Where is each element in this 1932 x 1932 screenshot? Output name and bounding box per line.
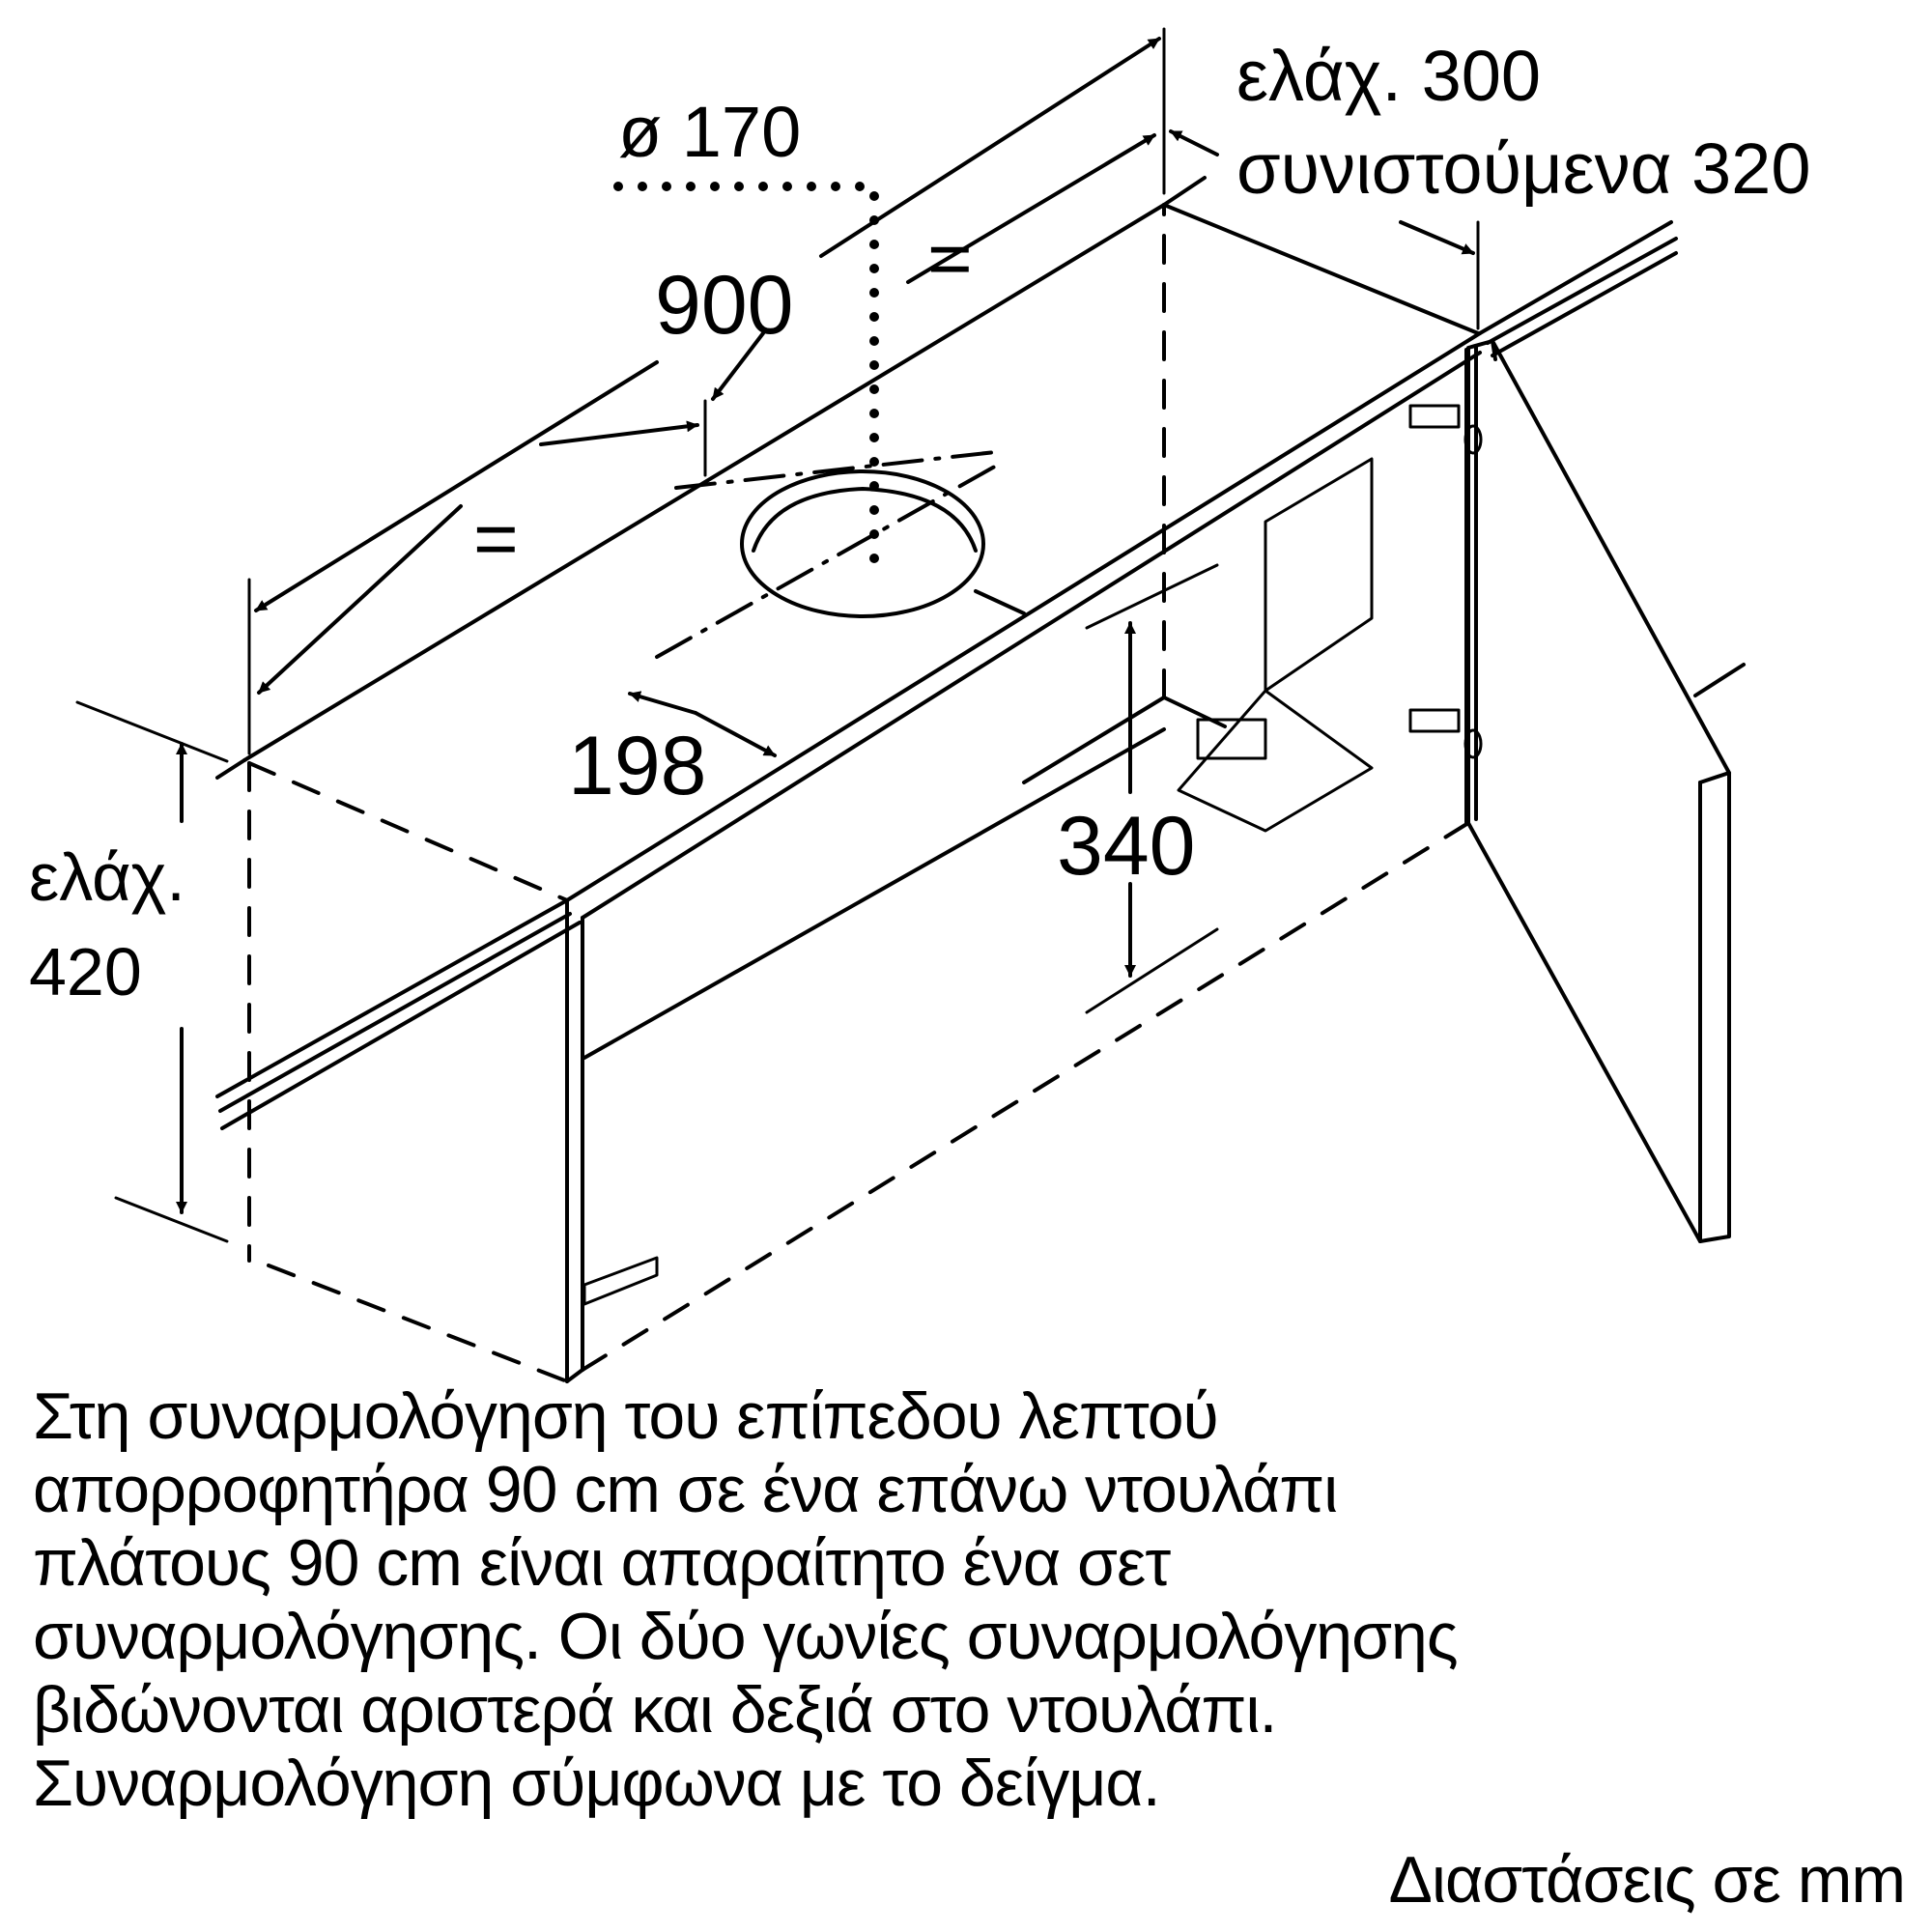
open-door [1466, 339, 1746, 1243]
dimension-420 [75, 700, 229, 1243]
dimension-198 [628, 691, 777, 757]
label-340: 340 [1057, 800, 1196, 893]
description-line: Συναρμολόγηση σύμφωνα με το δείγμα. [33, 1747, 1161, 1820]
label-min-300: ελάχ. 300 [1236, 36, 1541, 116]
description-line: βιδώνονται αριστερά και δεξιά στο ντουλά… [33, 1673, 1277, 1747]
label-420: 420 [29, 934, 142, 1009]
description-line: συναρμολόγησης. Οι δύο γωνίες συναρμολόγ… [33, 1600, 1459, 1673]
label-equal-upper: = [927, 215, 973, 301]
cabinet-top-outline [215, 176, 1480, 780]
label-198: 198 [568, 720, 707, 812]
cabinet-bottom-dashed [247, 761, 1470, 1383]
label-width-900: 900 [655, 259, 794, 352]
units-note: Διαστάσεις σε mm [1388, 1843, 1906, 1917]
mounting-bracket [582, 404, 1483, 1306]
left-side-panel [565, 727, 1166, 1383]
installation-description: Στη συναρμολόγηση του επίπεδου λεπτού απ… [33, 1379, 1907, 1820]
description-line: Στη συναρμολόγηση του επίπεδου λεπτού [33, 1379, 1219, 1453]
front-rail [215, 220, 1678, 1130]
dimension-900 [247, 27, 1166, 755]
duct-opening [655, 450, 1026, 659]
label-recommended-320: συνιστούμενα 320 [1236, 128, 1811, 209]
dimension-depth [1169, 129, 1480, 330]
description-line: απορροφητήρα 90 cm σε ένα επάνω ντουλάπι [33, 1453, 1338, 1526]
description-line: πλάτους 90 cm είναι απαραίτητο ένα σετ [33, 1526, 1171, 1600]
label-diameter: ø 170 [618, 92, 801, 172]
right-side-panel [1022, 203, 1478, 825]
dimension-340 [1085, 563, 1219, 1014]
label-min: ελάχ. [29, 839, 185, 915]
label-equal-lower: = [473, 496, 519, 582]
